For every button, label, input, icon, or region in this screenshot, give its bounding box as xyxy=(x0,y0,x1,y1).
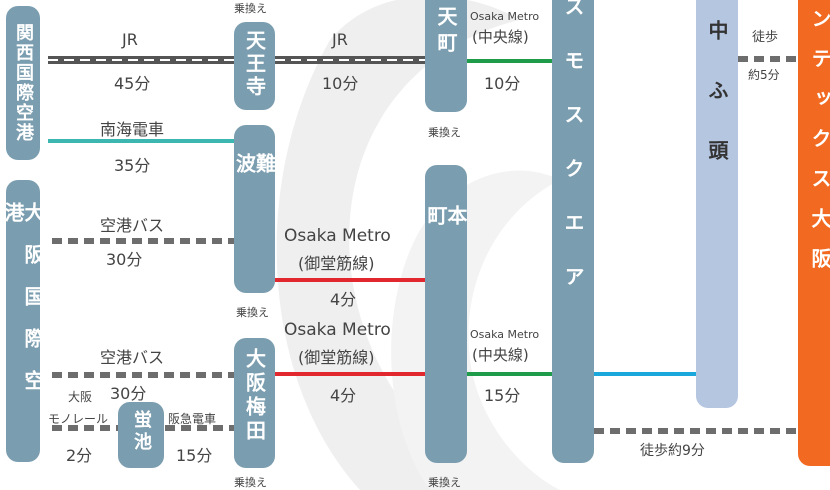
label-jr-45: 45分 xyxy=(114,74,151,93)
midosuji-line-1 xyxy=(275,278,425,282)
label-midosuji-2t: 4分 xyxy=(330,386,357,405)
station-cosmo-square[interactable]: スモスクエア xyxy=(552,0,594,463)
label-midosuji-2b: (御堂筋線) xyxy=(298,348,375,367)
station-nakafuto[interactable]: 中ふ頭 xyxy=(696,0,738,408)
station-honmachi[interactable]: 本町 xyxy=(424,165,468,463)
station-osaka-airport-label: 大阪国際空港 xyxy=(1,202,45,412)
chuo-line-1 xyxy=(467,59,552,63)
label-bus-2-time: 30分 xyxy=(110,384,147,403)
label-monorail-b: モノレール xyxy=(48,412,109,426)
station-honmachi-label: 本町 xyxy=(424,205,468,355)
label-hankyu: 阪急電車 xyxy=(168,412,217,426)
station-tennoji-label: 天王寺 xyxy=(242,30,267,99)
label-chuo-1a: Osaka Metro xyxy=(470,10,540,23)
transfer-label-3: 乗換え xyxy=(236,306,269,319)
station-tenma-label: 天町 xyxy=(434,6,458,58)
label-chuo-2a: Osaka Metro xyxy=(470,328,540,341)
midosuji-line-2 xyxy=(275,372,425,376)
jr-line-kansai-tennoji xyxy=(48,56,234,64)
transfer-label-2: 乗換え xyxy=(428,126,461,139)
station-cosmo-label: スモスクエア xyxy=(561,0,585,320)
label-chuo-1b: (中央線) xyxy=(472,28,529,46)
label-midosuji-2a: Osaka Metro xyxy=(284,320,391,340)
label-midosuji-1t: 4分 xyxy=(330,290,357,309)
chuo-line-2 xyxy=(467,372,552,376)
label-nankai: 南海電車 xyxy=(100,120,165,139)
label-hankyu-t: 15分 xyxy=(176,446,213,465)
station-intex-label: ンテックス大阪 xyxy=(808,8,830,288)
label-chuo-2t: 15分 xyxy=(484,386,521,405)
bus-line-1 xyxy=(52,238,234,244)
bus-line-2 xyxy=(52,372,234,378)
station-tenmabashi[interactable]: 天町 xyxy=(425,0,467,112)
label-chuo-1t: 10分 xyxy=(484,74,521,93)
label-walk-1-time: 約5分 xyxy=(748,68,780,82)
jr-line-tennoji-tenma xyxy=(275,56,425,64)
label-monorail-a: 大阪 xyxy=(68,390,93,404)
label-walk-2: 徒歩約9分 xyxy=(640,443,705,459)
label-midosuji-1b: (御堂筋線) xyxy=(298,254,375,273)
transfer-label-4: 乗換え xyxy=(234,476,267,489)
nankai-line xyxy=(48,139,234,143)
station-nakafuto-label: 中ふ頭 xyxy=(705,20,729,200)
station-umeda[interactable]: 大阪梅田 xyxy=(234,338,275,468)
label-nankai-time: 35分 xyxy=(114,156,151,175)
label-bus-1: 空港バス xyxy=(100,216,165,235)
station-osaka-airport[interactable]: 大阪国際空港 xyxy=(1,180,45,462)
station-intex-osaka[interactable]: ンテックス大阪 xyxy=(798,0,830,466)
station-kansai-label: 関西国際空港 xyxy=(13,23,34,143)
label-jr-10: 10分 xyxy=(322,74,359,93)
monorail-line xyxy=(52,425,118,431)
hankyu-line xyxy=(165,425,235,431)
label-monorail-t: 2分 xyxy=(66,446,93,465)
label-jr-2: JR xyxy=(332,30,348,49)
newtram-line xyxy=(594,372,696,376)
walk-line-1 xyxy=(738,56,798,62)
label-midosuji-1a: Osaka Metro xyxy=(284,226,391,246)
label-bus-2: 空港バス xyxy=(100,348,165,367)
transfer-label-5: 乗換え xyxy=(428,476,461,489)
label-walk-1: 徒歩 xyxy=(752,30,779,45)
station-kansai-airport[interactable]: 関西国際空港 xyxy=(6,6,40,160)
station-hotarugaike[interactable]: 蛍池 xyxy=(118,402,164,468)
label-jr-1: JR xyxy=(122,30,138,49)
station-umeda-label: 大阪梅田 xyxy=(242,348,267,444)
station-hotarugaike-label: 蛍池 xyxy=(131,410,152,454)
station-tennoji[interactable]: 天王寺 xyxy=(234,22,275,110)
label-bus-1-time: 30分 xyxy=(106,250,143,269)
transfer-label-1: 乗換え xyxy=(234,2,267,15)
label-chuo-2b: (中央線) xyxy=(472,346,529,364)
station-namba[interactable]: 難波 xyxy=(232,125,277,293)
walk-line-2 xyxy=(594,428,800,434)
station-namba-label: 難波 xyxy=(232,153,277,223)
